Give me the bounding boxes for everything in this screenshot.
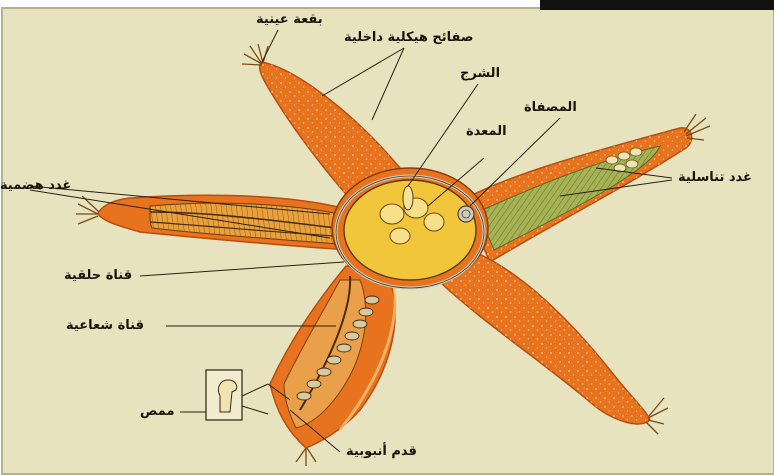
label-ring-canal: قناة حلقية bbox=[64, 268, 132, 284]
label-anus: الشرج bbox=[460, 66, 500, 82]
label-skeletal-plates: صفائح هيكلية داخلية bbox=[344, 30, 473, 46]
label-radial-canal: قناة شعاعية bbox=[66, 318, 144, 334]
anus-structure bbox=[403, 186, 413, 210]
label-eye-spot: بقعة عينية bbox=[256, 12, 323, 28]
label-madreporite: المصفاة bbox=[524, 100, 577, 116]
label-digestive-glands: غدد هضمية bbox=[0, 178, 71, 194]
label-sucker: ممص bbox=[140, 404, 175, 420]
label-gonads: غدد تناسلية bbox=[678, 170, 752, 186]
label-stomach: المعدة bbox=[466, 124, 507, 140]
label-tube-foot: قدم أنبوبية bbox=[346, 444, 417, 460]
madreporite-plate bbox=[458, 206, 474, 222]
